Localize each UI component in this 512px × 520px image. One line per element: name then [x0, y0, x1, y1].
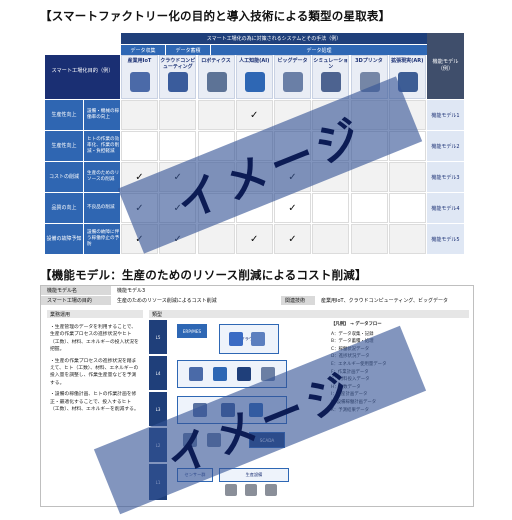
matrix-cell: [350, 224, 388, 254]
machine-icon: [265, 484, 277, 496]
group-data-processing: データ処理: [211, 45, 427, 55]
purpose-column-header: スマート工場化目的（例）: [45, 55, 120, 99]
business-point: ・生産管理のデータを利用することで、生産の作業プロセスの進捗状況やヒト（工数）、…: [50, 325, 139, 353]
layer-label: L5: [149, 320, 167, 354]
model-name-key: 機能モデル名: [41, 286, 111, 295]
purpose-value: 生産のためのリソース削減によるコスト削減: [117, 298, 217, 304]
tech-icon: [206, 72, 227, 92]
equipment-box: 生産設備: [219, 468, 289, 482]
group-data-storage: データ蓄積: [166, 45, 210, 55]
business-point: ・生産の作業プロセスの進捗状況を踏まえて、ヒト（工数）、材料、エネルギーの投入量…: [50, 358, 139, 386]
machine-icon: [225, 484, 237, 496]
row-model: 機能モデル2: [427, 131, 464, 161]
tech-label: クラウドコンピューティング: [160, 58, 196, 70]
row-description: 設備・機械の稼働率の向上: [84, 100, 120, 130]
row-model: 機能モデル3: [427, 162, 464, 192]
purpose-row: スマート工場の目的 生産のためのリソース削減によるコスト削減 関連技術 産業用I…: [41, 296, 475, 305]
tech-value: 産業用IoT、クラウドコンピューティング、ビッグデータ: [321, 298, 448, 304]
tech-header: ロボティクス: [197, 55, 235, 99]
business-points: ・生産管理のデータを利用することで、生産の作業プロセスの進捗状況やヒト（工数）、…: [50, 324, 140, 417]
purpose-key: スマート工場の目的: [41, 296, 111, 305]
legend-item: A：データ収集・記録: [331, 331, 374, 337]
machine-icon: [245, 484, 257, 496]
row-purpose: 品質の向上: [45, 193, 83, 223]
tech-label: 拡張現実(AR): [391, 58, 424, 64]
layer-label: L4: [149, 356, 167, 390]
row-description: 不良品の削減: [84, 193, 120, 223]
matrix-cell: [121, 131, 158, 161]
business-section-header: 業務運用: [47, 310, 143, 318]
tech-label: ロボティクス: [201, 58, 231, 64]
monitor-icon: [237, 367, 251, 381]
systems-band-title: スマート工場化の為に対策されるシステムとその手法（例）: [121, 33, 427, 44]
matrix-cell: [312, 224, 350, 254]
tech-header: 産業用IoT: [121, 55, 158, 99]
tech-label: シミュレーション: [313, 58, 349, 70]
bottom-heading: 【機能モデル：生産のためのリソース削減によるコスト削減】: [40, 268, 367, 282]
matrix-cell: [121, 100, 158, 130]
tech-label: 人工知能(AI): [239, 58, 270, 64]
row-purpose: 生産性向上: [45, 131, 83, 161]
model-column-header: 機能モデル（例）: [427, 33, 464, 99]
cloud-icon: [229, 332, 243, 346]
tech-label: 産業用IoT: [127, 58, 152, 64]
tech-icon: [168, 72, 189, 92]
tech-icon: [397, 72, 418, 92]
tech-key: 関連技術: [281, 296, 315, 305]
tech-icon: [321, 72, 342, 92]
model-name-value: 機能モデル3: [117, 288, 146, 294]
tech-header: シミュレーション: [312, 55, 350, 99]
layer-label: L3: [149, 392, 167, 426]
legend-item: B：データ蓄積・処理: [331, 339, 374, 345]
matrix-cell: ✓: [274, 224, 311, 254]
database-icon: [189, 367, 203, 381]
matrix-cell: [388, 224, 426, 254]
tech-label: ビッグデータ: [277, 58, 308, 64]
analytics-icon: [213, 367, 227, 381]
server-icon: [251, 332, 265, 346]
model-name-row: 機能モデル名 機能モデル3: [41, 286, 475, 295]
tech-icon: [244, 72, 265, 92]
tech-header: 人工知能(AI): [235, 55, 273, 99]
matrix-cell: [388, 162, 426, 192]
row-model: 機能モデル5: [427, 224, 464, 254]
row-purpose: 生産性向上: [45, 100, 83, 130]
cloud-box: クラウド: [219, 324, 279, 354]
row-description: 生産のためのリソースの削減: [84, 162, 120, 192]
tech-header: ビッグデータ: [274, 55, 311, 99]
row-purpose: コストの削減: [45, 162, 83, 192]
legend-title: 【凡例】 → データフロー: [331, 322, 382, 327]
tech-header: クラウドコンピューティング: [159, 55, 197, 99]
row-purpose: 設備の故障予知: [45, 224, 83, 254]
matrix-cell: [312, 193, 350, 223]
top-heading: 【スマートファクトリー化の目的と導入技術による類型の星取表】: [40, 9, 391, 23]
matrix-cell: [350, 193, 388, 223]
row-description: ヒトの作業の効率化、作業の削減・負担軽減: [84, 131, 120, 161]
matrix-cell: [197, 100, 235, 130]
matrix-cell: ✓: [235, 224, 273, 254]
matrix-cell: ✓: [235, 100, 273, 130]
erp-box: ERP/MES: [177, 324, 207, 338]
matrix-cell: [388, 193, 426, 223]
matrix-cell: [159, 100, 197, 130]
tech-icon: [283, 72, 303, 92]
business-point: ・設備の稼働計画、ヒトの作業計画を修正・最適化することで、投入するヒト（工数）、…: [50, 392, 139, 413]
tech-label: 3Dプリンタ: [355, 58, 383, 64]
row-description: 設備の故障に伴う稼働停止の予防: [84, 224, 120, 254]
row-model: 機能モデル4: [427, 193, 464, 223]
type-section-header: 類型: [149, 310, 469, 318]
row-model: 機能モデル1: [427, 100, 464, 130]
group-data-collection: データ収集: [121, 45, 165, 55]
matrix-cell: [159, 131, 197, 161]
tech-icon: [130, 72, 150, 92]
